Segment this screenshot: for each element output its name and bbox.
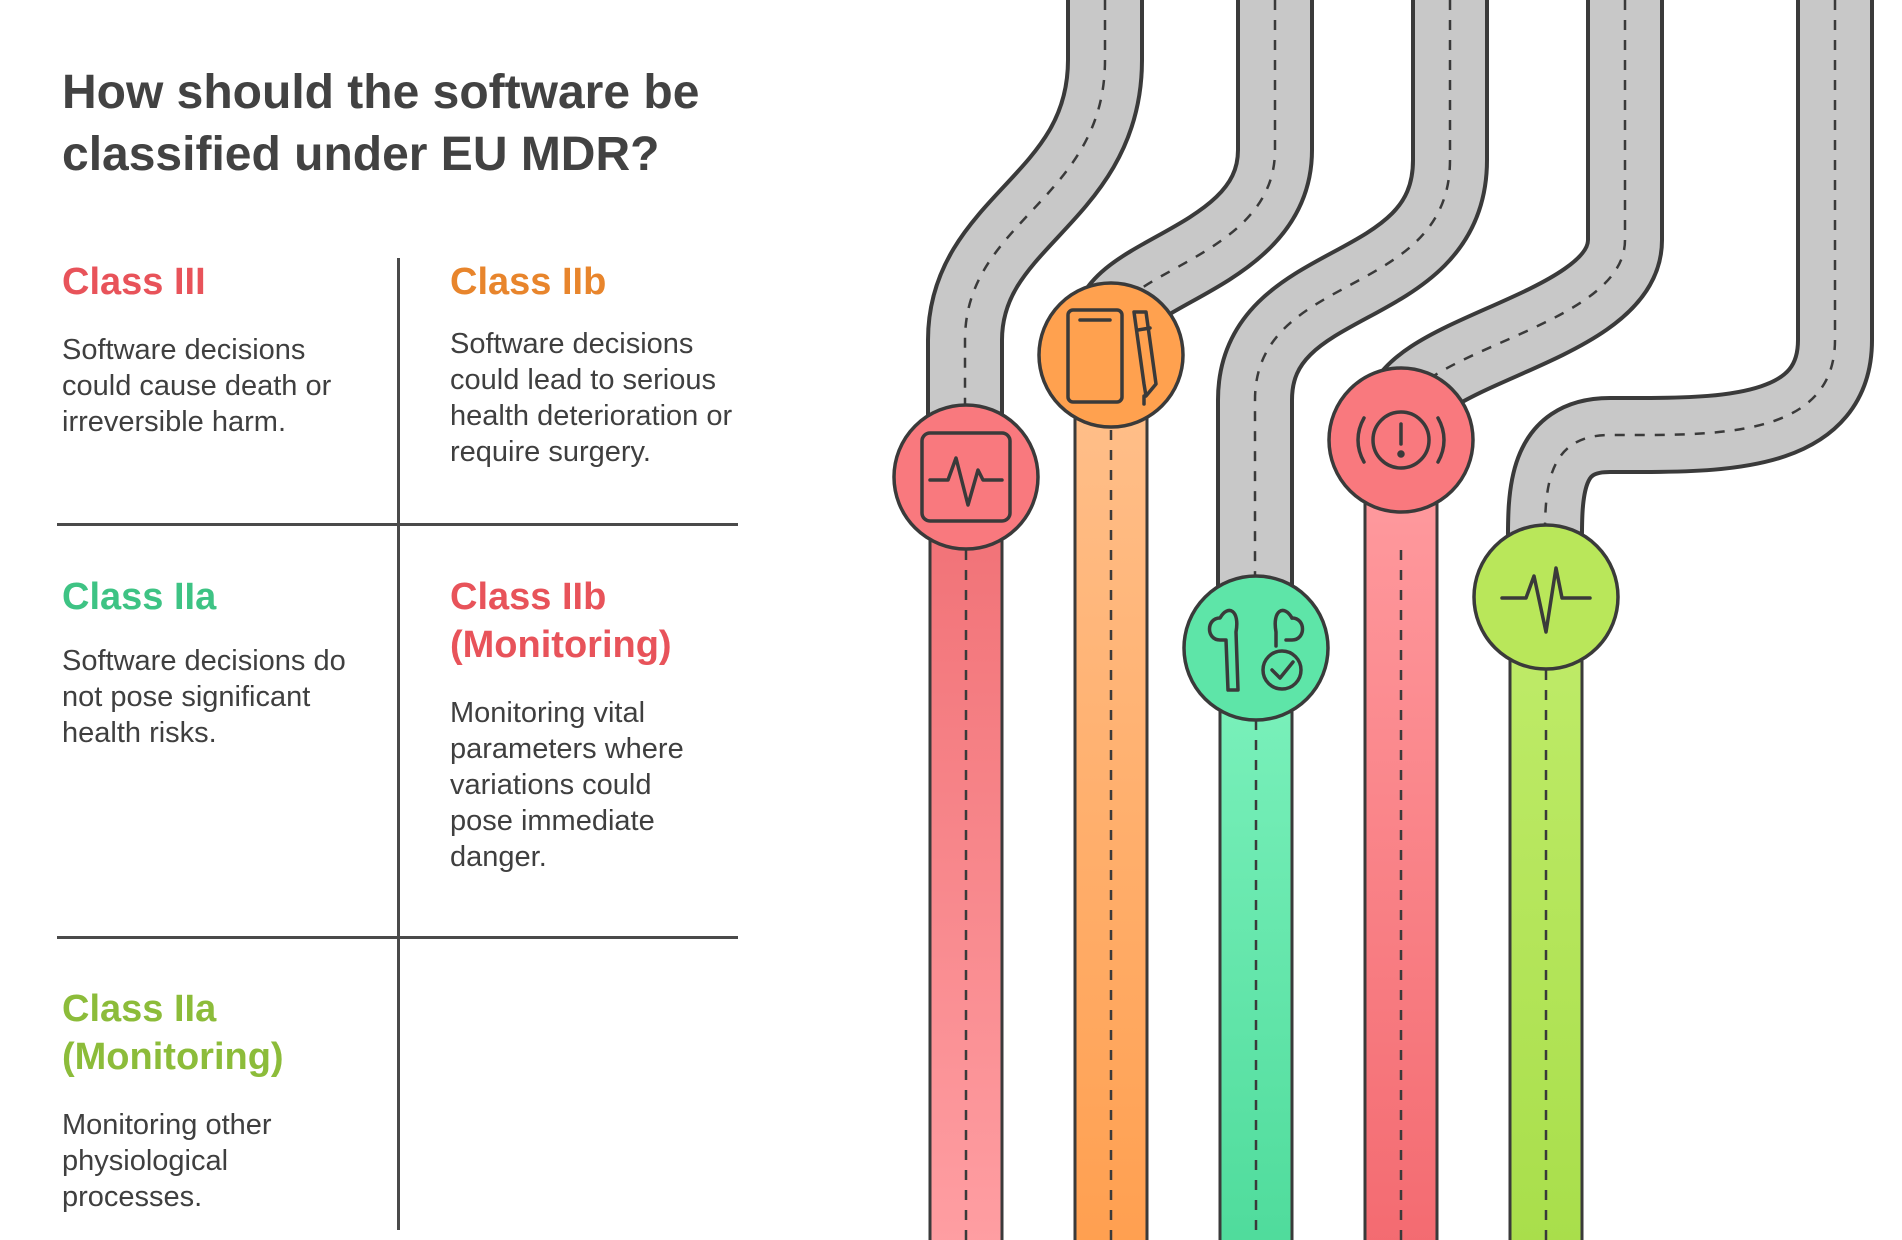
colored-roads xyxy=(928,358,1584,1240)
grid-horizontal-divider-2 xyxy=(57,936,738,939)
class-iia-heading: Class IIa xyxy=(62,576,217,618)
badge-4 xyxy=(1327,366,1475,514)
class-iib-monitoring-heading: Class IIb (Monitoring) xyxy=(450,576,672,666)
class-iia-monitoring-cell: Class IIa (Monitoring) Monitoring other … xyxy=(62,985,382,1215)
vital-monitor-icon xyxy=(920,431,1012,523)
class-iia-description: Software decisions do not pose significa… xyxy=(62,645,346,749)
class-iib-cell: Class IIb Software decisions could lead … xyxy=(450,258,770,470)
class-iii-heading: Class III xyxy=(62,261,206,303)
class-iib-monitoring-cell: Class IIb (Monitoring) Monitoring vital … xyxy=(450,573,770,875)
badge-2 xyxy=(1037,281,1185,429)
page-title: How should the software be classified un… xyxy=(62,66,700,181)
badge-3 xyxy=(1182,574,1330,722)
badge-5 xyxy=(1472,523,1620,671)
tablet-pen-icon xyxy=(1066,308,1158,406)
class-iii-description: Software decisions could cause death or … xyxy=(62,334,332,438)
class-iib-monitoring-description: Monitoring vital parameters where variat… xyxy=(450,697,684,873)
heartbeat-icon xyxy=(1500,566,1592,634)
class-iii-cell: Class III Software decisions could cause… xyxy=(62,258,382,440)
grid-horizontal-divider-1 xyxy=(57,523,738,526)
alert-icon xyxy=(1356,410,1446,470)
class-iia-cell: Class IIa Software decisions do not pose… xyxy=(62,573,382,751)
grid-vertical-divider xyxy=(397,258,400,1230)
badge-1 xyxy=(892,403,1040,551)
class-iia-monitoring-description: Monitoring other physiological processes… xyxy=(62,1109,272,1213)
earbuds-check-icon xyxy=(1207,608,1305,692)
class-iib-heading: Class IIb xyxy=(450,261,607,303)
class-iia-monitoring-heading: Class IIa (Monitoring) xyxy=(62,988,284,1078)
class-iib-description: Software decisions could lead to serious… xyxy=(450,328,733,468)
